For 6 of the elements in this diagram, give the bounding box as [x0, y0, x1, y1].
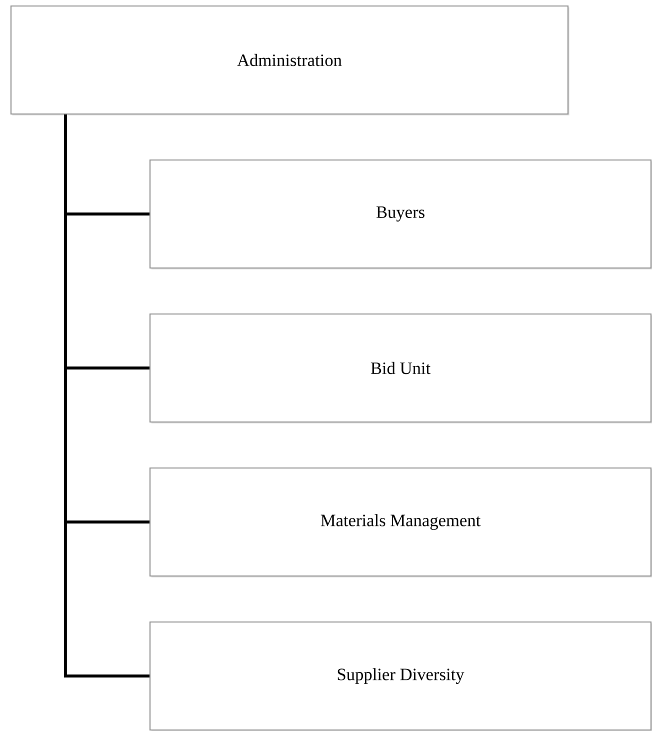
- box: Bid Unit: [149, 313, 652, 424]
- connector: [64, 114, 150, 678]
- box: Administration: [10, 5, 570, 116]
- box: Supplier Diversity: [149, 621, 652, 731]
- box: Materials Management: [149, 467, 652, 578]
- box: Buyers: [149, 159, 652, 270]
